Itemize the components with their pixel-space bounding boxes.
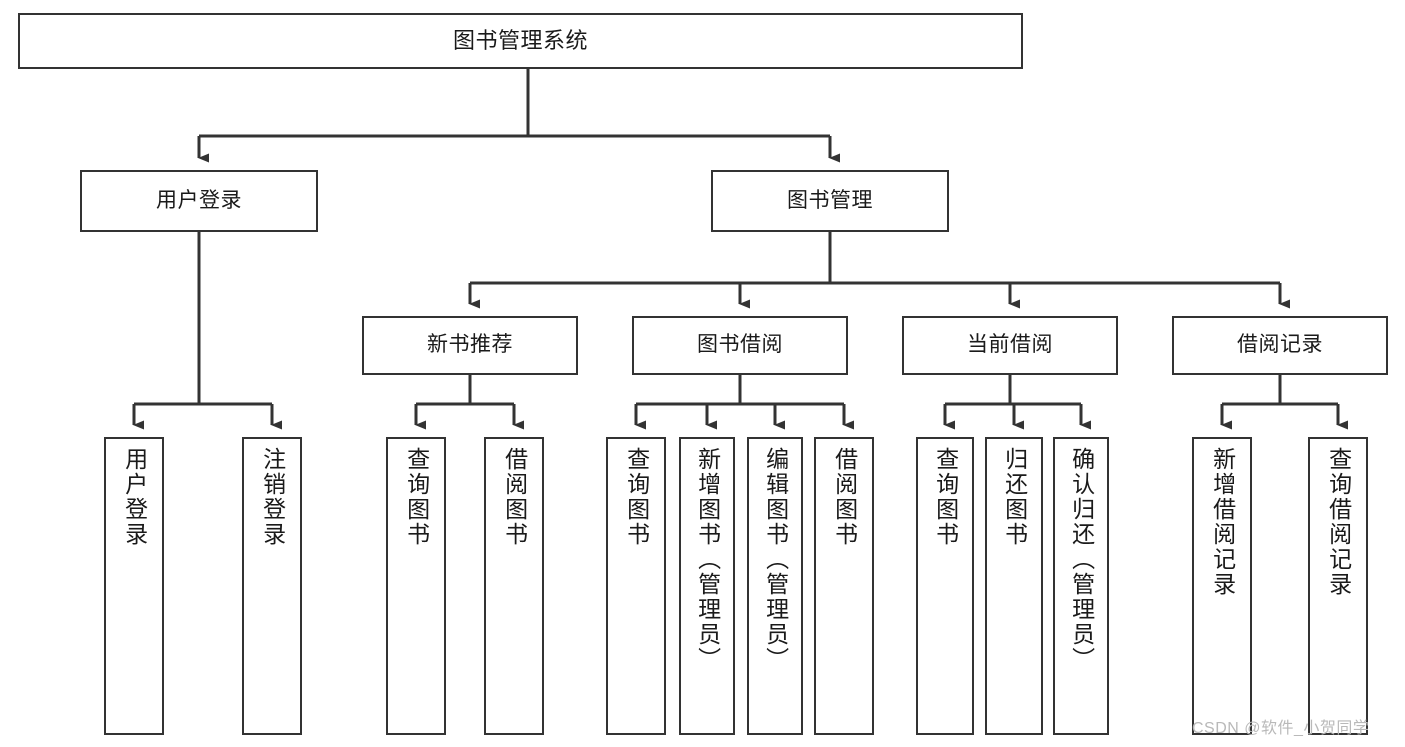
node-label: 查询图书 [403, 447, 430, 547]
node-label: 借阅记录 [1237, 333, 1323, 357]
node-leaf-return-book[interactable]: 归还图书 [985, 437, 1043, 735]
node-label: 当前借阅 [967, 333, 1053, 357]
node-leaf-query-book-current[interactable]: 查询图书 [916, 437, 974, 735]
node-book-manage[interactable]: 图书管理 [711, 170, 949, 232]
node-label: 编辑图书（管理员） [762, 447, 789, 672]
node-root-system[interactable]: 图书管理系统 [18, 13, 1023, 69]
node-leaf-edit-book-admin[interactable]: 编辑图书（管理员） [747, 437, 803, 735]
node-label: 借阅图书 [501, 447, 528, 547]
node-leaf-query-borrow-record[interactable]: 查询借阅记录 [1308, 437, 1368, 735]
node-borrow-record[interactable]: 借阅记录 [1172, 316, 1388, 375]
node-user-login[interactable]: 用户登录 [80, 170, 318, 232]
node-leaf-logout[interactable]: 注销登录 [242, 437, 302, 735]
node-label: 用户登录 [121, 447, 148, 547]
node-book-borrow[interactable]: 图书借阅 [632, 316, 848, 375]
node-leaf-query-book-borrow[interactable]: 查询图书 [606, 437, 666, 735]
node-label: 注销登录 [259, 447, 286, 547]
node-leaf-borrow-book[interactable]: 借阅图书 [814, 437, 874, 735]
node-label: 新增借阅记录 [1209, 447, 1236, 597]
node-label: 新书推荐 [427, 333, 513, 357]
node-leaf-query-book-recommend[interactable]: 查询图书 [386, 437, 446, 735]
node-label: 图书管理系统 [452, 28, 588, 54]
node-label: 新增图书（管理员） [694, 447, 721, 672]
node-leaf-confirm-return-admin[interactable]: 确认归还（管理员） [1053, 437, 1109, 735]
node-label: 图书管理 [787, 188, 873, 212]
node-label: 查询借阅记录 [1325, 447, 1352, 597]
node-label: 归还图书 [1001, 447, 1028, 547]
node-label: 用户登录 [156, 188, 242, 212]
node-leaf-borrow-book-recommend[interactable]: 借阅图书 [484, 437, 544, 735]
node-label: 图书借阅 [697, 333, 783, 357]
node-leaf-add-book-admin[interactable]: 新增图书（管理员） [679, 437, 735, 735]
node-leaf-add-borrow-record[interactable]: 新增借阅记录 [1192, 437, 1252, 735]
node-label: 查询图书 [623, 447, 650, 547]
node-leaf-user-login[interactable]: 用户登录 [104, 437, 164, 735]
node-label: 借阅图书 [831, 447, 858, 547]
node-label: 查询图书 [932, 447, 959, 547]
node-new-book-recommend[interactable]: 新书推荐 [362, 316, 578, 375]
node-label: 确认归还（管理员） [1068, 447, 1095, 672]
watermark: CSDN @软件_小贺同学 [1192, 720, 1370, 737]
node-current-borrow[interactable]: 当前借阅 [902, 316, 1118, 375]
